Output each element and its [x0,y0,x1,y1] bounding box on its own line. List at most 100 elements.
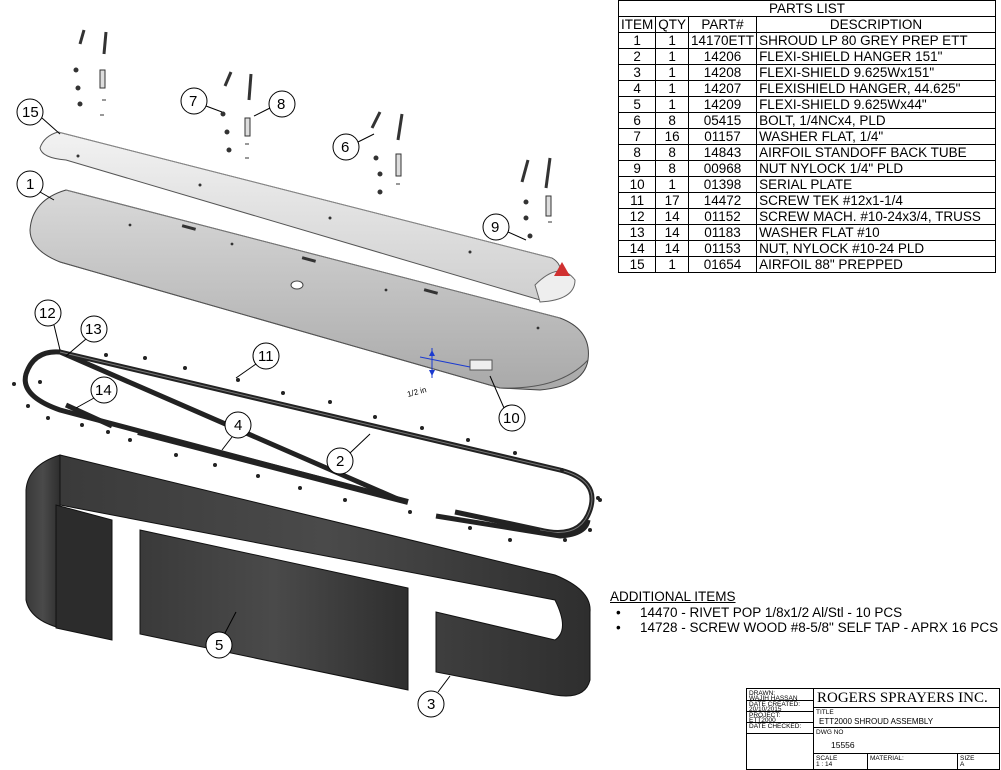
balloon-4: 4 [221,411,252,451]
long-shield-part [25,454,591,697]
company-name: ROGERS SPRAYERS INC. [817,690,988,706]
dimension-label: 1/2 in [406,385,427,399]
project-label: PROJECT: [749,712,781,719]
date-checked-label: DATE CHECKED: [749,723,802,730]
svg-text:13: 13 [85,321,102,338]
item-cell: 7 [617,128,657,145]
date-created-label: DATE CREATED: [749,701,801,708]
drawn-label: DRAWN: [749,690,776,697]
shroud-part: 1/2 in [29,189,589,399]
drawing-title: ETT2000 SHROUD ASSEMBLY [819,717,934,726]
svg-text:12: 12 [39,305,56,322]
title-label: TITLE [816,709,834,716]
size: A [960,761,965,768]
qty-cell: 1 [655,176,690,193]
short-hanger-part [64,402,591,539]
balloon-8: 8 [253,90,296,118]
short-shield-part [139,529,409,691]
item-cell: 11 [617,192,657,209]
qty-cell: 16 [655,128,690,145]
scale: 1 : 14 [816,761,833,768]
description-cell: AIRFOIL 88" PREPPED [756,256,997,273]
balloon-5: 5 [205,611,237,659]
part-cell: 01183 [688,224,758,241]
svg-text:4: 4 [234,417,242,434]
balloon-13: 13 [65,315,108,357]
balloon-2: 2 [326,433,371,475]
qty-cell: 1 [655,64,690,81]
svg-text:15: 15 [22,104,39,121]
header-description: DESCRIPTION [756,16,997,33]
description-cell: AIRFOIL STANDOFF BACK TUBE [756,144,997,161]
dwg-no-label: DWG NO [816,729,844,736]
svg-text:3: 3 [427,696,435,713]
hanger-loop-part [22,349,595,535]
part-cell: 14472 [688,192,758,209]
part-cell: 01157 [688,128,758,145]
qty-cell: 8 [655,144,690,161]
description-cell: SHROUD LP 80 GREY PREP ETT [756,32,997,49]
description-cell: FLEXI-SHIELD 9.625Wx151" [756,64,997,81]
description-cell: WASHER FLAT, 1/4" [756,128,997,145]
balloon-3: 3 [417,675,451,718]
date-created: 20/10/2015 [749,706,782,713]
description-cell: SERIAL PLATE [756,176,997,193]
project: ETT2000 [749,717,776,724]
additional-item: •14728 - SCREW WOOD #8-5/8" SELF TAP - A… [616,620,999,635]
qty-cell: 1 [655,96,690,113]
description-cell: WASHER FLAT #10 [756,224,997,241]
item-cell: 12 [617,208,657,225]
qty-cell: 1 [655,48,690,65]
item-cell: 14 [617,240,657,257]
item-cell: 1 [617,32,657,49]
balloon-12: 12 [34,299,62,351]
part-cell: 01153 [688,240,758,257]
qty-cell: 17 [655,192,690,209]
header-qty: QTY [655,16,690,33]
screw-hardware [12,353,602,542]
item-cell: 6 [617,112,657,129]
item-cell: 9 [617,160,657,177]
header-item: ITEM [617,16,657,33]
part-cell: 05415 [688,112,758,129]
additional-items: ADDITIONAL ITEMS •14470 - RIVET POP 1/8x… [610,589,998,636]
hardware-stacks [73,29,552,239]
part-cell: 01398 [688,176,758,193]
item-cell: 8 [617,144,657,161]
description-cell: NUT NYLOCK 1/4" PLD [756,160,997,177]
svg-text:5: 5 [215,637,223,654]
drawn-by: WAJIH HASSAN [749,695,798,702]
svg-text:14: 14 [95,382,112,399]
part-cell: 14207 [688,80,758,97]
scale-label: SCALE [816,755,838,762]
size-label: SIZE [960,755,975,762]
material-label: MATERIAL: [870,755,904,762]
balloon-7: 7 [180,87,223,115]
svg-text:9: 9 [491,219,499,236]
qty-cell: 14 [655,208,690,225]
part-cell: 14209 [688,96,758,113]
qty-cell: 1 [655,80,690,97]
balloon-6: 6 [332,133,375,161]
part-cell: 14208 [688,64,758,81]
svg-text:7: 7 [189,93,197,110]
description-cell: NUT, NYLOCK #10-24 PLD [756,240,997,257]
part-cell: 14206 [688,48,758,65]
svg-text:10: 10 [503,410,520,427]
part-cell: 14843 [688,144,758,161]
balloon-9: 9 [482,213,527,241]
svg-text:8: 8 [277,96,285,113]
dwg-no: 15556 [831,740,855,750]
qty-cell: 1 [655,256,690,273]
